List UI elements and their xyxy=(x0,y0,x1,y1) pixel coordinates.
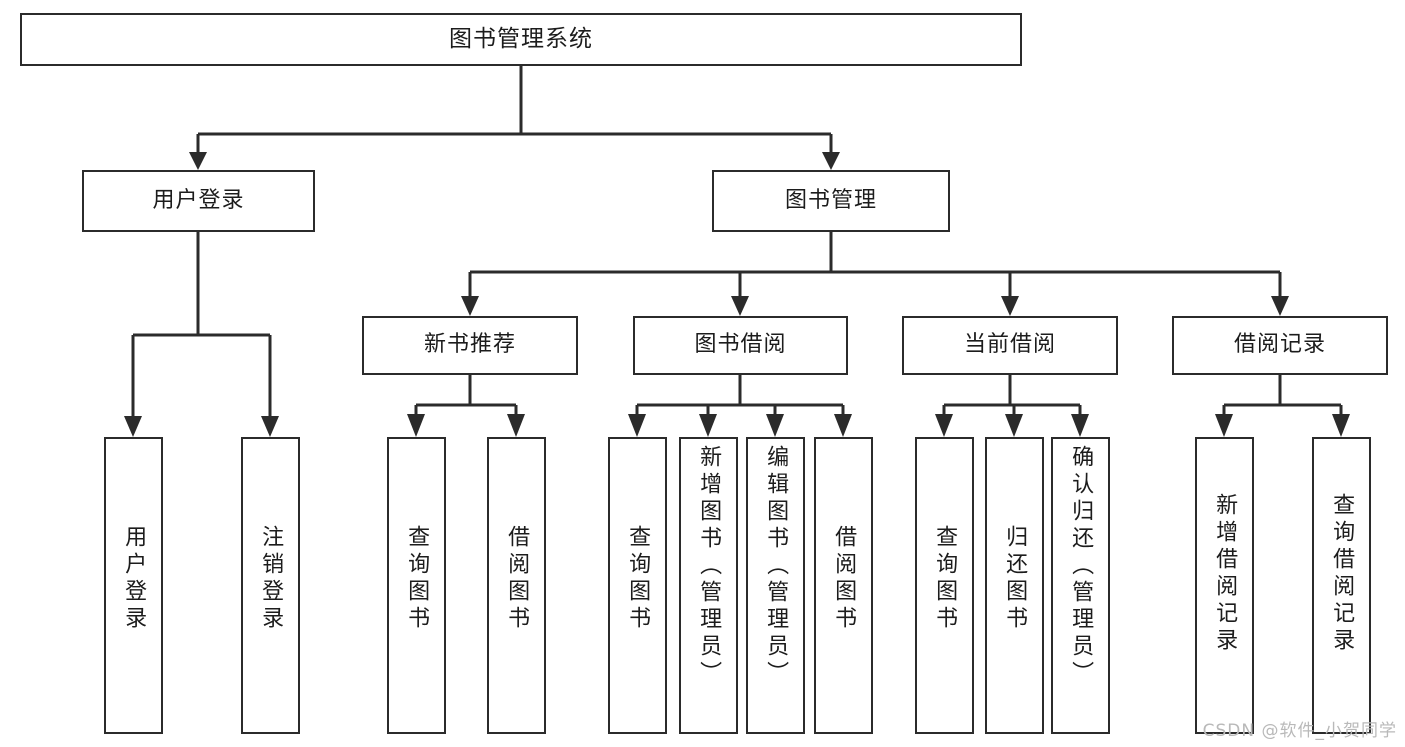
node-leaf-borrow-book-a[interactable]: 借阅图书 xyxy=(487,437,546,734)
node-book-manage-label: 图书管理 xyxy=(784,187,877,213)
arrow-book-manage xyxy=(822,152,840,170)
arrow-current-borrow xyxy=(1001,296,1019,316)
node-leaf-confirm-return[interactable]: 确认归还（管理员） xyxy=(1051,437,1110,734)
node-user-login[interactable]: 用户登录 xyxy=(82,170,315,232)
node-leaf-query-record[interactable]: 查询借阅记录 xyxy=(1312,437,1371,734)
node-borrow-record[interactable]: 借阅记录 xyxy=(1172,316,1388,375)
node-new-book-rec[interactable]: 新书推荐 xyxy=(362,316,578,375)
arrow-leaf-query-book-a xyxy=(407,414,425,437)
node-leaf-add-record-label: 新增借阅记录 xyxy=(1212,493,1238,655)
arrow-user-login xyxy=(189,152,207,170)
node-current-borrow[interactable]: 当前借阅 xyxy=(902,316,1118,375)
arrow-leaf-borrow-book-a xyxy=(507,414,525,437)
arrow-leaf-add-book xyxy=(699,414,717,437)
node-leaf-logout[interactable]: 注销登录 xyxy=(241,437,300,734)
arrow-leaf-query-book-c xyxy=(935,414,953,437)
arrow-leaf-logout xyxy=(261,416,279,437)
node-user-login-label: 用户登录 xyxy=(152,187,245,213)
node-current-borrow-label: 当前借阅 xyxy=(963,332,1056,358)
node-leaf-return-book[interactable]: 归还图书 xyxy=(985,437,1044,734)
node-new-book-rec-label: 新书推荐 xyxy=(423,332,516,358)
node-leaf-query-book-b[interactable]: 查询图书 xyxy=(608,437,667,734)
node-leaf-query-book-b-label: 查询图书 xyxy=(625,525,651,633)
node-leaf-add-book[interactable]: 新增图书（管理员） xyxy=(679,437,738,734)
node-root[interactable]: 图书管理系统 xyxy=(20,13,1022,66)
node-leaf-query-book-c-label: 查询图书 xyxy=(932,525,958,633)
node-leaf-query-book-a-label: 查询图书 xyxy=(404,525,430,633)
arrow-leaf-confirm-return xyxy=(1071,414,1089,437)
node-leaf-query-record-label: 查询借阅记录 xyxy=(1329,493,1355,655)
node-leaf-query-book-a[interactable]: 查询图书 xyxy=(387,437,446,734)
node-leaf-add-record[interactable]: 新增借阅记录 xyxy=(1195,437,1254,734)
node-root-label: 图书管理系统 xyxy=(449,25,593,52)
node-leaf-query-book-c[interactable]: 查询图书 xyxy=(915,437,974,734)
node-leaf-return-book-label: 归还图书 xyxy=(1002,525,1028,633)
arrow-leaf-edit-book xyxy=(766,414,784,437)
arrow-leaf-user-login xyxy=(124,416,142,437)
node-leaf-borrow-book-b-label: 借阅图书 xyxy=(831,525,857,633)
node-leaf-borrow-book-a-label: 借阅图书 xyxy=(504,525,530,633)
arrow-book-borrow xyxy=(731,296,749,316)
arrow-leaf-query-record xyxy=(1332,414,1350,437)
arrow-leaf-return-book xyxy=(1005,414,1023,437)
arrow-borrow-record xyxy=(1271,296,1289,316)
node-book-borrow[interactable]: 图书借阅 xyxy=(633,316,848,375)
arrow-leaf-borrow-book-b xyxy=(834,414,852,437)
node-leaf-user-login-label: 用户登录 xyxy=(121,525,147,633)
node-leaf-user-login[interactable]: 用户登录 xyxy=(104,437,163,734)
node-book-manage[interactable]: 图书管理 xyxy=(712,170,950,232)
node-leaf-edit-book[interactable]: 编辑图书（管理员） xyxy=(746,437,805,734)
node-borrow-record-label: 借阅记录 xyxy=(1233,332,1326,358)
node-leaf-edit-book-label: 编辑图书（管理员） xyxy=(763,445,789,688)
node-leaf-add-book-label: 新增图书（管理员） xyxy=(696,445,722,688)
node-leaf-borrow-book-b[interactable]: 借阅图书 xyxy=(814,437,873,734)
node-leaf-confirm-return-label: 确认归还（管理员） xyxy=(1068,445,1094,688)
arrow-leaf-add-record xyxy=(1215,414,1233,437)
node-book-borrow-label: 图书借阅 xyxy=(694,332,787,358)
arrow-leaf-query-book-b xyxy=(628,414,646,437)
node-leaf-logout-label: 注销登录 xyxy=(258,525,284,633)
arrow-new-book-rec xyxy=(461,296,479,316)
